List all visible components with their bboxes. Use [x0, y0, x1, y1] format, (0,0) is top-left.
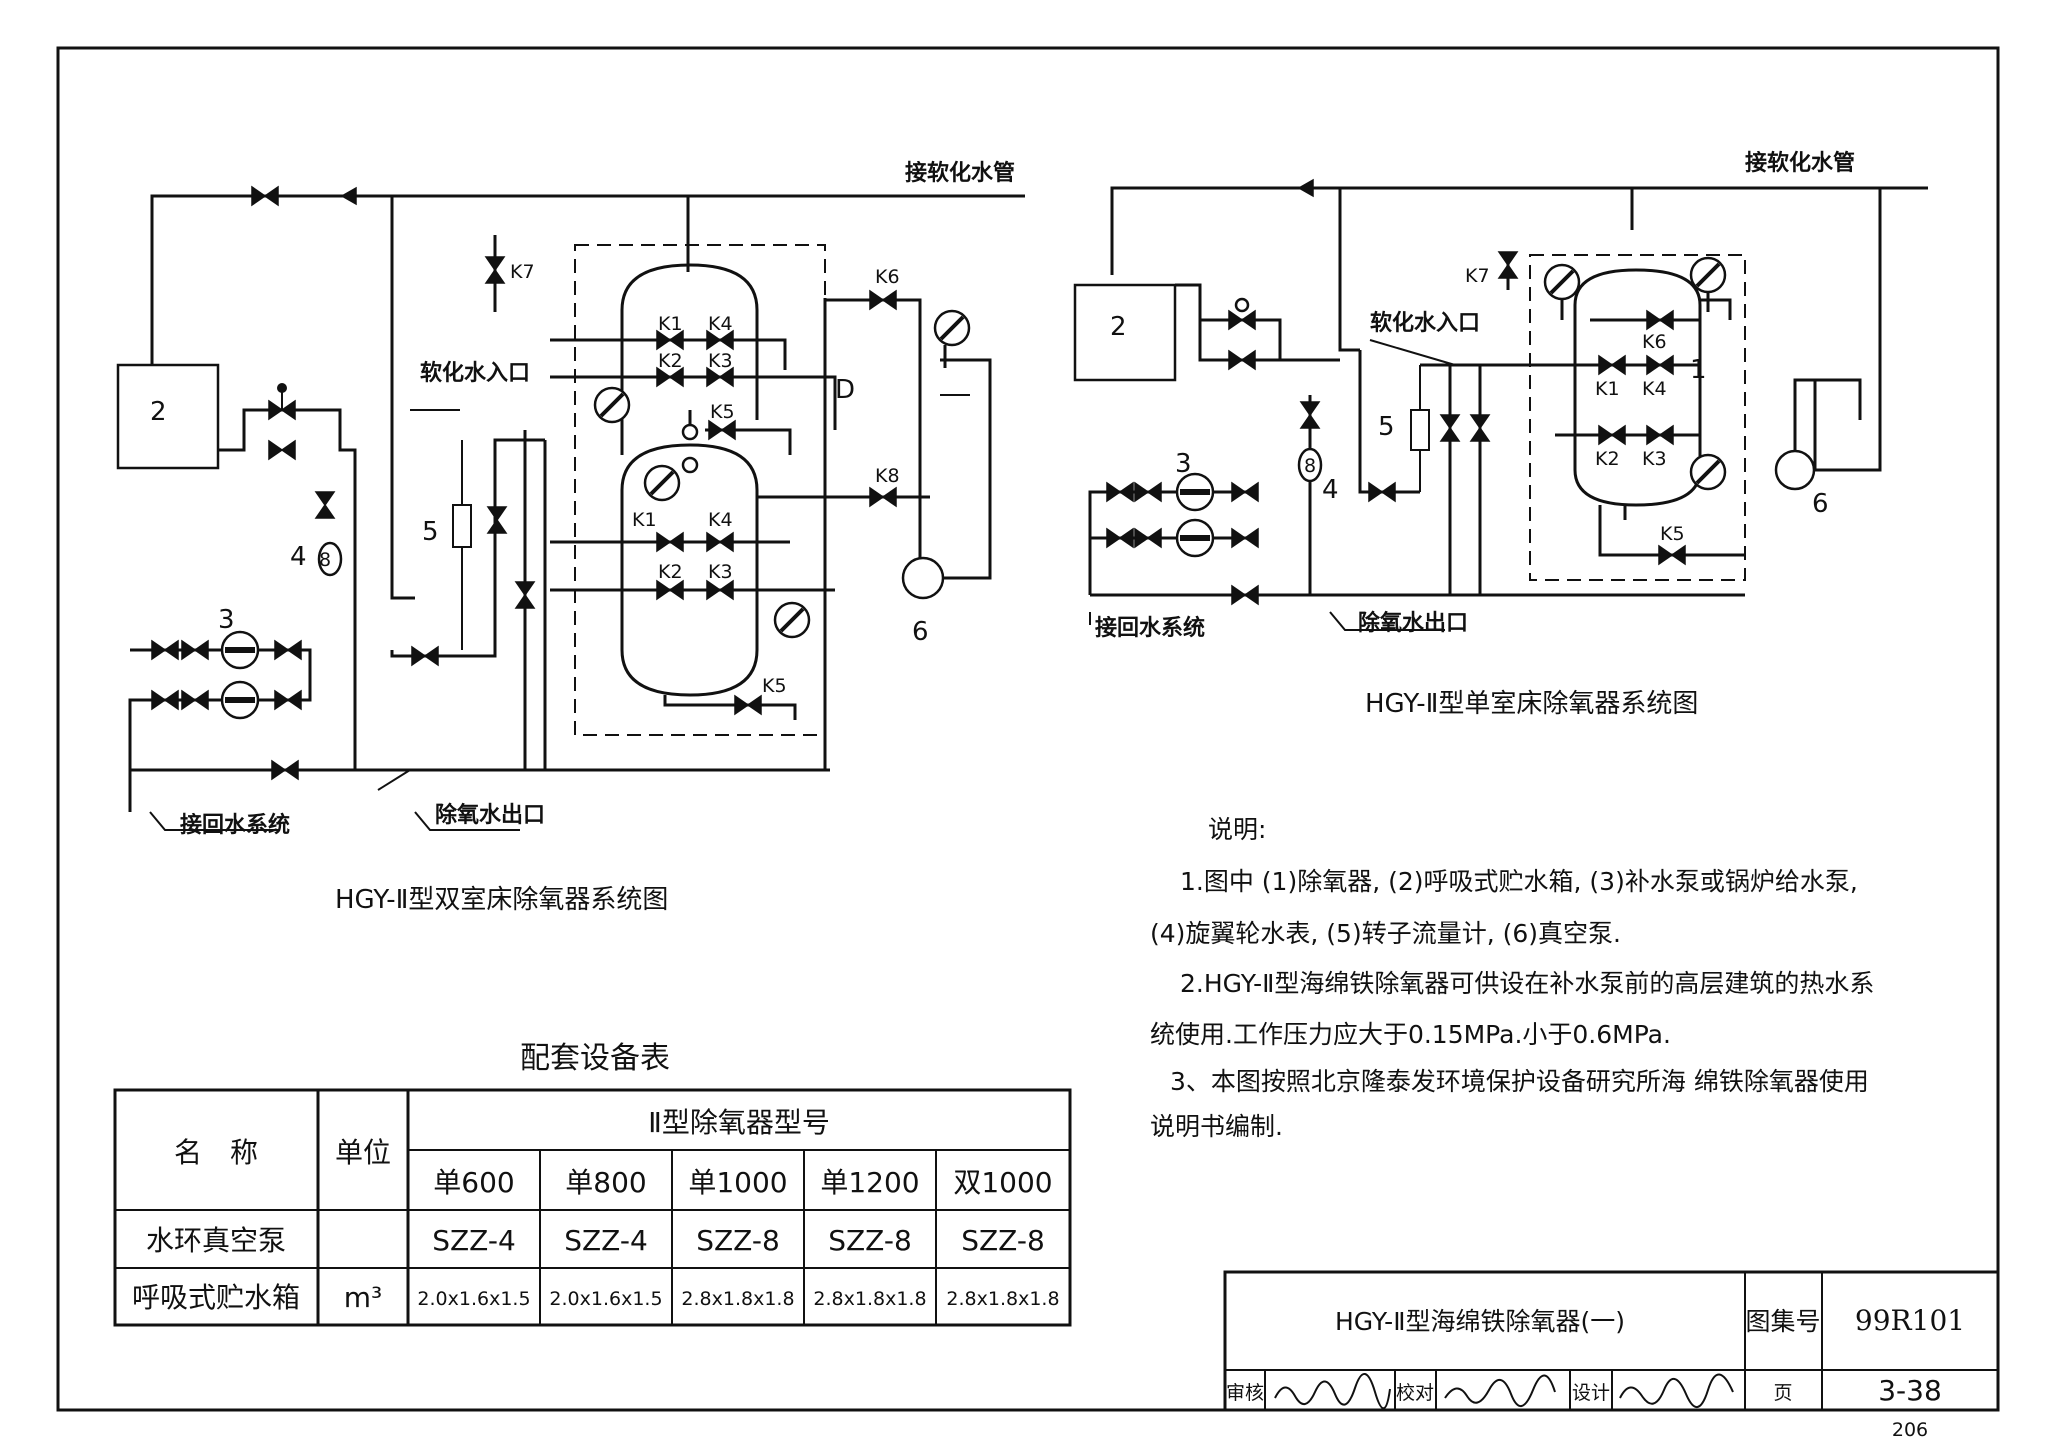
right-valve-k5-label: K5 — [1660, 523, 1685, 545]
check-label: 校对 — [1396, 1382, 1434, 1404]
right-valve-k6-label: K6 — [1642, 331, 1667, 353]
table-cell: 2.0x1.6x1.5 — [417, 1288, 530, 1310]
notes-line: 1.图中 (1)除氧器, (2)呼吸式贮水箱, (3)补水泵或锅炉给水泵, — [1180, 867, 1858, 896]
table-cell: SZZ-8 — [828, 1224, 912, 1257]
right-valve-k7-label: K7 — [1465, 265, 1490, 287]
col-header-name: 名 称 — [174, 1136, 258, 1169]
notes-line: 3、本图按照北京隆泰发环境保护设备研究所海 绵铁除氧器使用 — [1170, 1067, 1869, 1096]
notes-line: 2.HGY-Ⅱ型海绵铁除氧器可供设在补水泵前的高层建筑的热水系 — [1180, 969, 1874, 998]
notes-line: 统使用.工作压力应大于0.15MPa.小于0.6MPa. — [1150, 1020, 1671, 1049]
checker-signature — [1444, 1374, 1556, 1407]
reviewer-signature — [1274, 1373, 1391, 1410]
valve-k4-lower-label: K4 — [708, 509, 733, 531]
designer-signature — [1619, 1373, 1734, 1408]
notes: 说明: 1.图中 (1)除氧器, (2)呼吸式贮水箱, (3)补水泵或锅炉给水泵… — [1150, 815, 1874, 1141]
sheet-border — [56, 46, 2000, 1412]
title-block-title: HGY-Ⅱ型海绵铁除氧器(一) — [1335, 1307, 1625, 1336]
table-cell: SZZ-8 — [696, 1224, 780, 1257]
row-name: 水环真空泵 — [146, 1224, 286, 1257]
right-return-label: 接回水系统 — [1095, 615, 1205, 641]
left-num-6: 6 — [912, 617, 929, 647]
design-label: 设计 — [1572, 1382, 1610, 1404]
atlas-label: 图集号 — [1745, 1307, 1820, 1336]
title-block: HGY-Ⅱ型海绵铁除氧器(一) 图集号 99R101 审核 校对 设计 页 3-… — [1223, 1270, 2000, 1441]
left-num-4: 4 — [290, 542, 307, 572]
col-header-unit: 单位 — [335, 1136, 391, 1169]
right-num-2: 2 — [1110, 312, 1127, 342]
notes-line: (4)旋翼轮水表, (5)转子流量计, (6)真空泵. — [1150, 919, 1621, 948]
table-cell: 2.8x1.8x1.8 — [813, 1288, 926, 1310]
table-cell: SZZ-4 — [564, 1224, 648, 1257]
svg-text:8: 8 — [1304, 455, 1316, 477]
valve-k3-lower-label: K3 — [708, 561, 733, 583]
page-number-cell: 3-38 — [1878, 1374, 1942, 1407]
valve-k3-label: K3 — [708, 350, 733, 372]
valve-k7-label: K7 — [510, 261, 535, 283]
left-num-2: 2 — [150, 397, 167, 427]
model-header: 单600 — [433, 1166, 514, 1199]
left-diagram-caption: HGY-Ⅱ型双室床除氧器系统图 — [335, 885, 668, 915]
right-valve-k3-label: K3 — [1642, 448, 1667, 470]
right-diagram-caption: HGY-Ⅱ型单室床除氧器系统图 — [1365, 689, 1698, 719]
model-header: 单1000 — [688, 1166, 787, 1199]
valve-k5-label: K5 — [710, 401, 735, 423]
right-outlet-label: 除氧水出口 — [1358, 610, 1468, 636]
double-chamber-diagram: 8 — [116, 186, 1025, 831]
right-valve-k2-label: K2 — [1595, 448, 1620, 470]
left-chamber-label: D — [835, 375, 855, 405]
model-header: 双1000 — [953, 1166, 1052, 1199]
valve-k2-label: K2 — [658, 350, 683, 372]
row-name: 呼吸式贮水箱 — [132, 1281, 300, 1314]
valve-k1-label: K1 — [658, 313, 683, 335]
left-outlet-label: 除氧水出口 — [435, 802, 545, 828]
model-header: 单800 — [565, 1166, 646, 1199]
svg-text:8: 8 — [319, 549, 331, 571]
table-cell: 2.8x1.8x1.8 — [946, 1288, 1059, 1310]
atlas-number: 99R101 — [1855, 1304, 1965, 1337]
valve-k4-label: K4 — [708, 313, 733, 335]
valve-k2-lower-label: K2 — [658, 561, 683, 583]
table-cell: 2.8x1.8x1.8 — [681, 1288, 794, 1310]
left-inlet-label: 软化水入口 — [420, 360, 530, 386]
valve-k6-label: K6 — [875, 266, 900, 288]
model-header: 单1200 — [820, 1166, 919, 1199]
right-num-3: 3 — [1175, 449, 1192, 479]
table-cell: SZZ-8 — [961, 1224, 1045, 1257]
table-cell: SZZ-4 — [432, 1224, 516, 1257]
right-num-4: 4 — [1322, 475, 1339, 505]
right-valve-k4-label: K4 — [1642, 378, 1667, 400]
review-label: 审核 — [1226, 1382, 1264, 1404]
sheet-page-number: 206 — [1892, 1419, 1928, 1441]
left-num-3: 3 — [218, 605, 235, 635]
left-top-pipe-label: 接软化水管 — [905, 160, 1015, 186]
valve-k5-lower-label: K5 — [762, 675, 787, 697]
right-num-5: 5 — [1378, 412, 1395, 442]
left-return-label: 接回水系统 — [180, 812, 290, 838]
right-inlet-label: 软化水入口 — [1370, 310, 1480, 336]
row-unit: m³ — [344, 1281, 383, 1314]
page-label: 页 — [1773, 1382, 1792, 1404]
table-title: 配套设备表 — [520, 1041, 670, 1076]
valve-k8-label: K8 — [875, 465, 900, 487]
right-num-6: 6 — [1812, 489, 1829, 519]
notes-heading: 说明: — [1208, 815, 1266, 844]
right-valve-k1-label: K1 — [1595, 378, 1620, 400]
left-diagram-labels: 接软化水管 软化水入口 除氧水出口 接回水系统 D 2 3 4 5 6 K7 K… — [150, 160, 1015, 915]
single-chamber-diagram: 8 — [1073, 179, 1928, 631]
right-chamber-label: 1 — [1690, 355, 1707, 385]
equipment-table: 配套设备表 名 称 单位 Ⅱ型除氧器型号 单600 单800 单1000 单12… — [113, 1041, 1072, 1327]
notes-line: 说明书编制. — [1150, 1112, 1283, 1141]
valve-k1-lower-label: K1 — [632, 509, 657, 531]
left-num-5: 5 — [422, 517, 439, 547]
col-header-group: Ⅱ型除氧器型号 — [648, 1106, 830, 1139]
right-top-pipe-label: 接软化水管 — [1745, 150, 1855, 176]
right-diagram-labels: 接软化水管 软化水入口 除氧水出口 接回水系统 1 2 3 4 5 6 K7 K… — [1095, 150, 1855, 719]
table-cell: 2.0x1.6x1.5 — [549, 1288, 662, 1310]
